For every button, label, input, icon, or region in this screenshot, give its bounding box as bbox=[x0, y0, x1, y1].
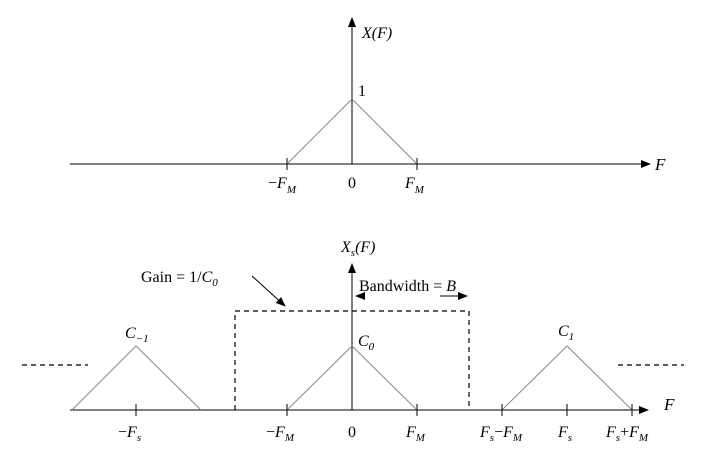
tick-label-fm: FM bbox=[405, 424, 426, 444]
tick-label-fs-plus-fm: Fs+FM bbox=[605, 424, 649, 444]
tick-label-zero: 0 bbox=[348, 424, 356, 441]
tick-label-neg-fs: −Fs bbox=[118, 424, 141, 444]
top-spectrum-triangle bbox=[286, 98, 418, 165]
bottom-x-axis-label: F bbox=[663, 395, 675, 414]
top-tick-label-fm: FM bbox=[404, 175, 425, 196]
top-peak-label: 1 bbox=[358, 83, 366, 100]
peak-label-c1: C1 bbox=[558, 323, 574, 343]
spectrum-replica-right bbox=[501, 345, 633, 411]
top-tick-label-neg-fm: −FM bbox=[268, 175, 297, 196]
spectrum-replica-left bbox=[71, 345, 202, 411]
bottom-plot: Xs(F) Gain = 1/C0 Bandwidth = B C−1 C0 C… bbox=[22, 239, 684, 444]
gain-pointer-arrow bbox=[251, 275, 286, 307]
tick-label-fs: Fs bbox=[557, 424, 572, 444]
bottom-y-axis-label: Xs(F) bbox=[340, 239, 376, 259]
bandwidth-label: Bandwidth = B bbox=[359, 278, 456, 295]
top-x-axis-label: F bbox=[654, 155, 666, 174]
gain-label: Gain = 1/C0 bbox=[141, 269, 218, 289]
peak-label-c0: C0 bbox=[358, 333, 375, 353]
spectrum-replica-center bbox=[286, 345, 418, 411]
top-y-axis-label: X(F) bbox=[361, 25, 392, 42]
tick-label-neg-fm: −FM bbox=[266, 424, 295, 444]
tick-label-fs-minus-fm: Fs−FM bbox=[479, 424, 523, 444]
top-plot: X(F) 1 F −FM 0 FM bbox=[70, 17, 666, 196]
top-tick-label-zero: 0 bbox=[348, 175, 356, 192]
ideal-filter-box bbox=[234, 310, 470, 410]
peak-label-c-minus-1: C−1 bbox=[125, 325, 149, 345]
